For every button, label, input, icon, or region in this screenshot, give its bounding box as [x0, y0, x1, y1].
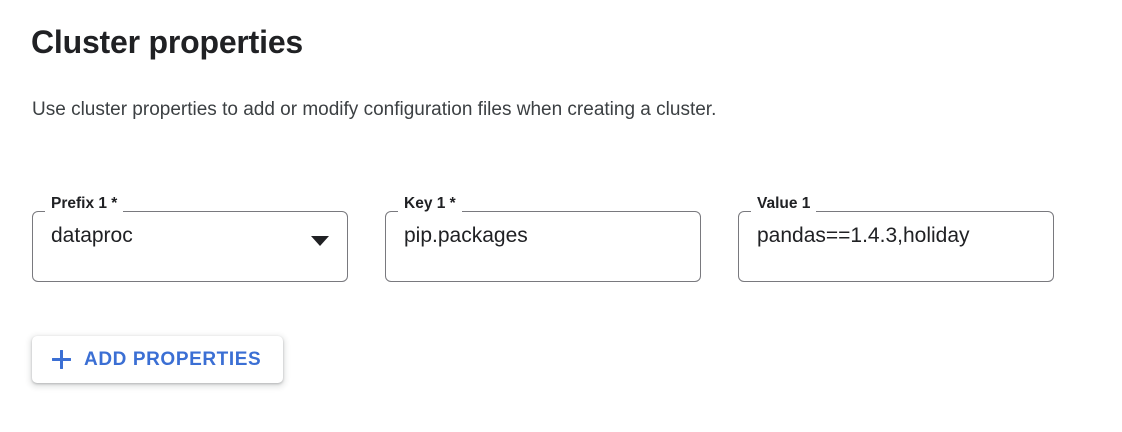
key-field[interactable]: Key 1 * Key 1 * pip.packages [385, 195, 701, 282]
key-field-value: pip.packages [404, 224, 528, 247]
prefix-field[interactable]: Prefix 1 * Prefix 1 * dataproc [32, 195, 348, 282]
value-field-notch: Value 1 [751, 204, 816, 220]
chevron-down-icon[interactable] [311, 236, 329, 246]
page-title: Cluster properties [31, 24, 304, 60]
page-description: Use cluster properties to add or modify … [32, 99, 717, 120]
value-field[interactable]: Value 1 Value 1 pandas==1.4.3,holiday [738, 195, 1054, 282]
prefix-field-value: dataproc [51, 224, 133, 247]
plus-icon [52, 350, 71, 369]
value-field-label: Value 1 [757, 195, 811, 212]
key-field-notch: Key 1 * [398, 204, 462, 220]
add-properties-button-label: ADD PROPERTIES [84, 348, 262, 370]
value-field-value: pandas==1.4.3,holiday [757, 224, 970, 247]
prefix-field-label: Prefix 1 * [51, 195, 118, 212]
add-properties-button[interactable]: ADD PROPERTIES [32, 336, 284, 383]
prefix-field-notch: Prefix 1 * [45, 204, 123, 220]
key-field-label: Key 1 * [404, 195, 456, 212]
